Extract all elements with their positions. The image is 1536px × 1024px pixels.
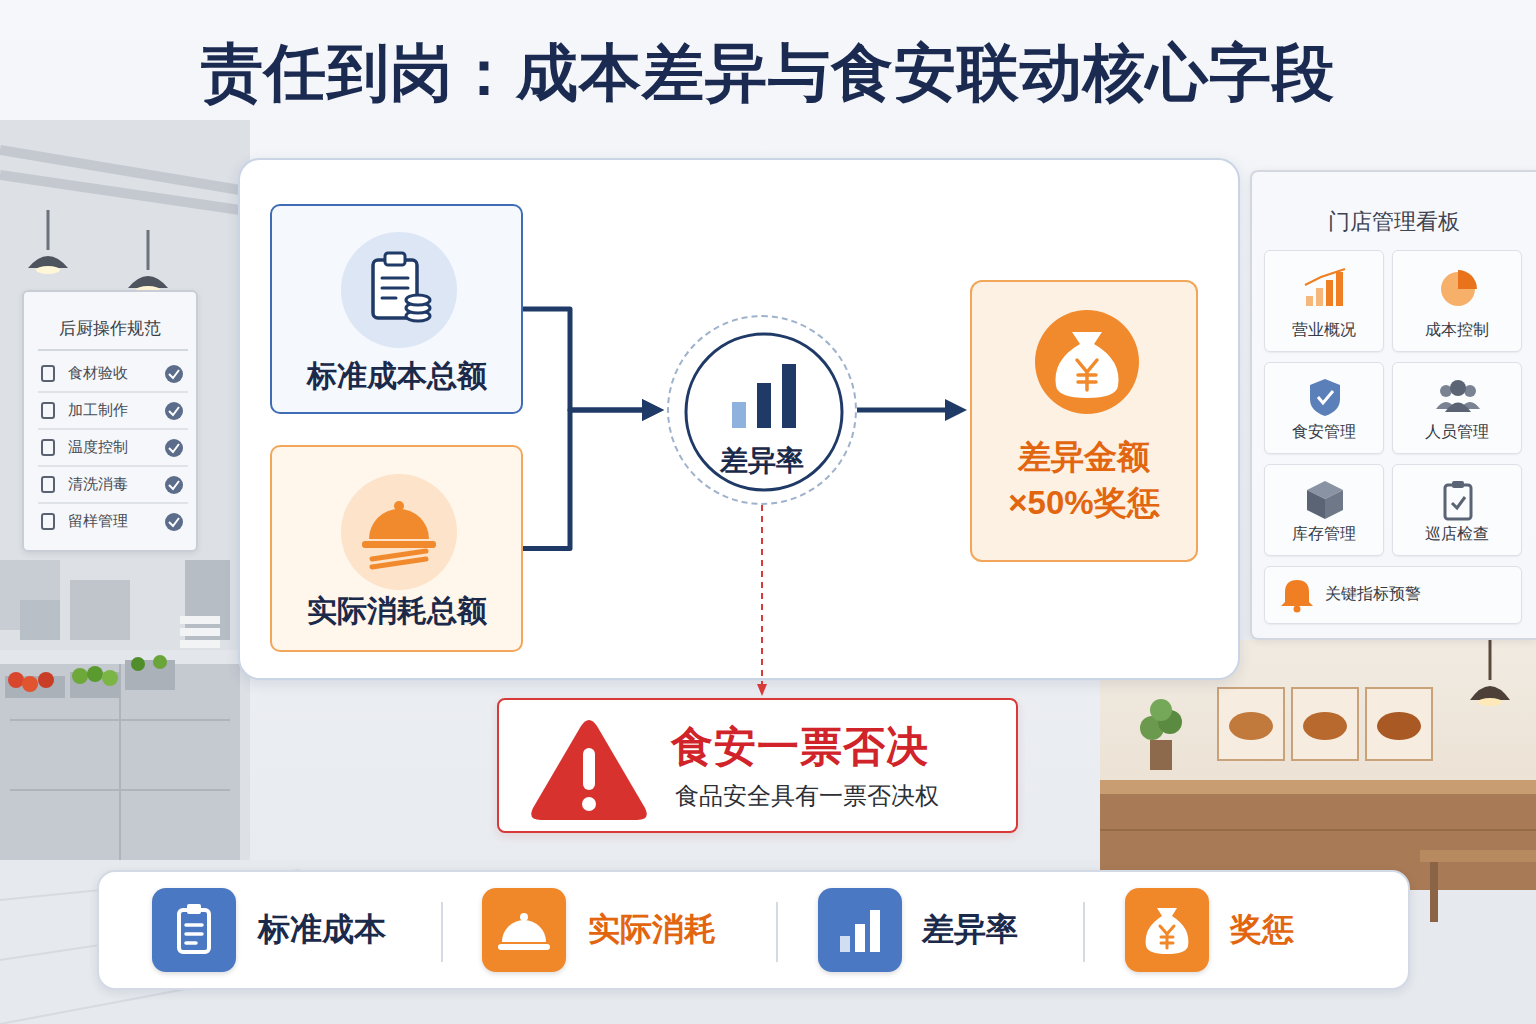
cost-box: 实际消耗总额	[270, 445, 523, 652]
legend-swatch	[818, 888, 902, 972]
node-label: 营业概况	[1265, 320, 1383, 341]
legend-swatch	[482, 888, 566, 972]
dashboard-tile: 食安管理	[1264, 362, 1384, 454]
node-icon	[482, 888, 566, 972]
flow-arrow	[857, 399, 967, 421]
node-sublabel: 食品安全具有一票否决权	[675, 780, 939, 811]
node-icon	[669, 317, 859, 507]
node-icon	[972, 282, 1200, 564]
dashboard-tile: 营业概况	[1264, 250, 1384, 352]
dashed-connector	[757, 505, 767, 696]
checklist-item: 留样管理	[68, 511, 128, 531]
dashboard-tile: 人员管理	[1392, 362, 1522, 454]
checklist-item: 加工制作	[68, 400, 128, 420]
arrow-head	[642, 399, 664, 421]
veto-box: 食安一票否决食品安全具有一票否决权	[497, 698, 1018, 833]
checklist-item: 清洗消毒	[68, 474, 128, 494]
node-label: 巡店检查	[1393, 524, 1521, 545]
node-label: 门店管理看板	[1252, 208, 1536, 237]
connector-line	[761, 505, 763, 688]
dashboard-board: 门店管理看板营业概况成本控制食安管理人员管理库存管理巡店检查关键指标预警	[1250, 170, 1536, 640]
node-label: 成本控制	[1393, 320, 1521, 341]
node-icon	[1393, 363, 1523, 455]
legend-swatch	[152, 888, 236, 972]
rate-circle: 差异率	[667, 315, 857, 505]
legend-swatch	[1125, 888, 1209, 972]
node-label: 食安一票否决	[671, 720, 929, 775]
node-icon	[1265, 465, 1385, 557]
dashboard-tile: 成本控制	[1392, 250, 1522, 352]
flow-arrow	[523, 309, 664, 421]
legend-label: 标准成本	[258, 909, 386, 951]
legend-label: 奖惩	[1230, 909, 1294, 951]
node-icon	[818, 888, 902, 972]
node-icon	[152, 888, 236, 972]
alert-tile: 关键指标预警	[1264, 566, 1522, 624]
reward-box: 差异金额 ×50%奖惩	[970, 280, 1198, 562]
flow-arrow	[523, 399, 664, 549]
node-label: 库存管理	[1265, 524, 1383, 545]
node-label: 后厨操作规范	[24, 318, 196, 340]
node-icon	[1265, 363, 1385, 455]
checklist-board: 后厨操作规范食材验收加工制作温度控制清洗消毒留样管理	[22, 290, 198, 552]
node-icon	[1393, 465, 1523, 557]
node-label: 人员管理	[1393, 422, 1521, 443]
connector-line	[857, 408, 952, 413]
checklist-item: 温度控制	[68, 437, 128, 457]
arrow-head	[945, 399, 967, 421]
legend-label: 差异率	[922, 909, 1018, 951]
arrow-head	[757, 684, 767, 696]
legend-label: 实际消耗	[588, 909, 716, 951]
node-label: 实际消耗总额	[272, 591, 521, 630]
node-icon	[1125, 888, 1209, 972]
connector-line	[523, 309, 649, 410]
node-label: 差异金额 ×50%奖惩	[990, 434, 1178, 526]
cost-box: 标准成本总额	[270, 204, 523, 414]
node-label: 食安管理	[1265, 422, 1383, 443]
node-label: 标准成本总额	[272, 356, 521, 395]
arrow-head	[642, 399, 664, 421]
node-label: 差异率	[669, 443, 855, 479]
checklist-item: 食材验收	[68, 363, 128, 383]
connector-line	[523, 410, 649, 549]
node-label: 关键指标预警	[1325, 584, 1421, 605]
dashboard-tile: 库存管理	[1264, 464, 1384, 556]
dashboard-tile: 巡店检查	[1392, 464, 1522, 556]
diagram-title: 责任到岗：成本差异与食安联动核心字段	[0, 36, 1536, 110]
